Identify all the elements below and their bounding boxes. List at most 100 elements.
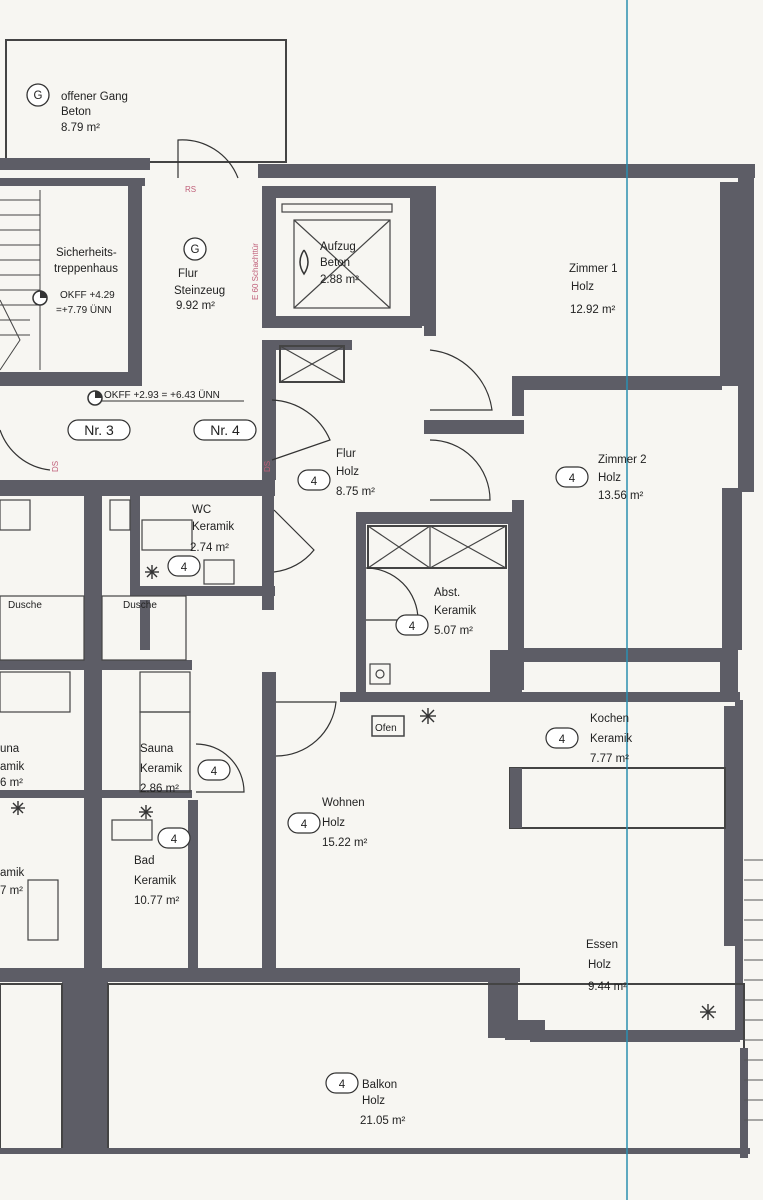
room-bad-left: amik 7 m² [0,867,25,897]
room-bad: 4 Bad Keramik 10.77 m² [134,827,191,907]
room-aufzug: Aufzug Beton 2.88 m² [320,241,359,286]
facade-hatching [744,859,763,1121]
room-name: Wohnen [322,797,365,809]
label-ofen: Ofen [375,723,397,734]
room-material: Keramik [192,521,234,533]
walls [0,39,755,1158]
room-wohnen: 4 Wohnen Holz 15.22 m² [287,797,368,849]
room-code: 4 [559,734,566,746]
room-zimmer1: Zimmer 1 Holz 12.92 m² [569,263,618,316]
room-area: 10.77 m² [134,895,180,907]
label-ds-right: DS [263,461,272,472]
okff-flur-marker: OKFF +2.93 = +6.43 ÜNN [87,389,244,406]
room-area: 9.44 m² [588,981,627,993]
room-name: offener Gang [61,91,128,103]
label-schachttuer: E 60 Schachttür [251,243,260,300]
room-area: 6 m² [0,777,23,789]
room-area: 9.92 m² [176,300,215,312]
room-name: Kochen [590,713,629,725]
label-ds-left: DS [51,461,60,472]
room-name: Flur [178,268,198,280]
room-area: 15.22 m² [322,837,368,849]
fixtures [0,499,405,941]
shaft-boxes [279,345,507,569]
unit-nr4: Nr. 4 [193,419,257,441]
room-name: Essen [586,939,618,951]
room-material: Keramik [434,605,476,617]
room-material: Keramik [134,875,176,887]
room-kochen: 4 Kochen Keramik 7.77 m² [545,713,632,765]
room-name: Abst. [434,587,460,599]
level-text: OKFF +2.93 = +6.43 ÜNN [104,389,220,401]
stairs [0,190,41,371]
level-marker-nn: =+7.79 ÜNN [56,304,112,316]
room-name-line2: treppenhaus [54,263,118,275]
room-area: 7.77 m² [590,753,629,765]
room-sicherheitstreppenhaus: Sicherheits- treppenhaus OKFF +4.29 =+7.… [32,247,118,316]
room-area: 21.05 m² [360,1115,406,1127]
elevator-car [281,203,393,309]
room-sauna-left: una amik 6 m² [0,743,25,789]
room-code: 4 [171,834,178,846]
room-name: Aufzug [320,241,356,253]
room-material: Holz [362,1095,385,1107]
label-rs: RS [185,185,196,194]
room-code: G [191,244,200,256]
room-material: Holz [336,466,359,478]
unit-label: Nr. 4 [210,422,240,438]
room-area: 12.92 m² [570,304,616,316]
room-code: G [34,90,43,102]
room-material: Holz [598,472,621,484]
room-essen: Essen Holz 9.44 m² [586,939,627,993]
room-area: 2.86 m² [140,783,179,795]
sprinkler-symbols [11,565,716,1020]
room-area: 2.88 m² [320,274,359,286]
room-code: 4 [409,621,416,633]
label-dusche-left: Dusche [8,600,42,611]
room-balkon: 4 Balkon Holz 21.05 m² [325,1072,406,1127]
level-marker: OKFF +4.29 [60,290,115,301]
room-material: Holz [322,817,345,829]
unit-nr3: Nr. 3 [67,419,131,441]
room-wc: WC Keramik 2.74 m² 4 [167,504,234,577]
room-code: 4 [301,819,308,831]
room-material: Steinzeug [174,285,225,297]
room-name: Sauna [140,743,174,755]
label-dusche-right: Dusche [123,600,157,611]
room-flur-g: G Flur Steinzeug 9.92 m² [174,237,225,312]
room-area: 8.75 m² [336,486,375,498]
room-area: 13.56 m² [598,490,644,502]
room-material: amik [0,761,25,773]
room-material: Beton [61,106,91,118]
room-name: Zimmer 1 [569,263,618,275]
room-flur4: 4 Flur Holz 8.75 m² [297,448,375,498]
room-zimmer2: 4 Zimmer 2 Holz 13.56 m² [555,454,647,502]
room-sauna: Sauna Keramik 2.86 m² 4 [140,743,231,795]
room-name: Zimmer 2 [598,454,647,466]
room-code: 4 [211,766,218,778]
room-name: una [0,743,20,755]
room-material: amik [0,867,25,879]
room-code: 4 [569,473,576,485]
room-code: 4 [181,562,188,574]
room-material: Keramik [140,763,182,775]
room-area: 8.79 m² [61,122,100,134]
room-abst: Abst. Keramik 5.07 m² 4 [395,587,476,637]
room-name-line1: Sicherheits- [56,247,117,259]
room-area: 5.07 m² [434,625,473,637]
room-material: Keramik [590,733,632,745]
room-name: WC [192,504,211,516]
room-name: Balkon [362,1079,397,1091]
room-code: 4 [311,476,318,488]
room-name: Bad [134,855,154,867]
room-code: 4 [339,1079,346,1091]
unit-label: Nr. 3 [84,422,114,438]
room-offener-gang: G offener Gang Beton 8.79 m² [26,83,128,134]
elevator-icon [299,249,309,276]
room-name: Flur [336,448,356,460]
room-material: Holz [588,959,611,971]
room-material: Beton [320,257,350,269]
room-area: 7 m² [0,885,23,897]
